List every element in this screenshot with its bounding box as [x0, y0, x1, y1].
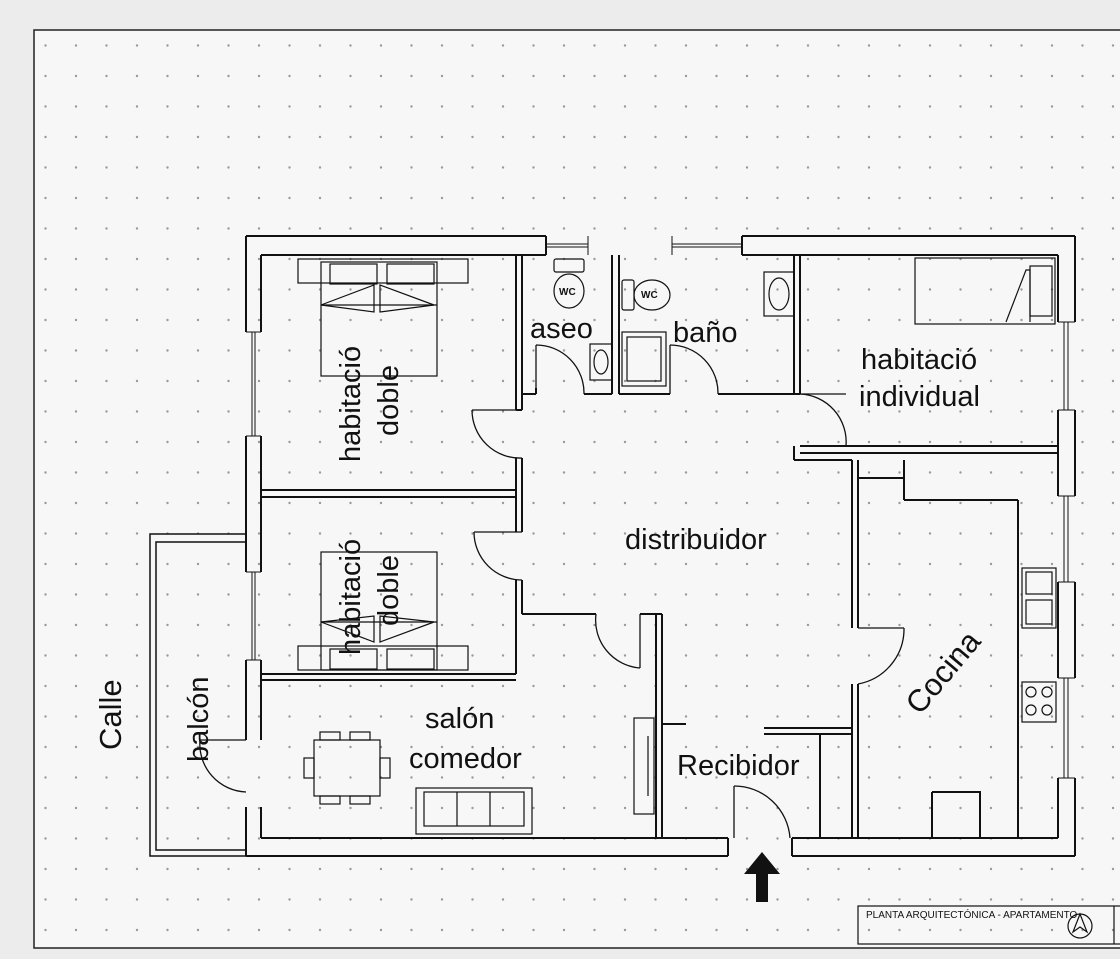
room-label-salon-line2: comedor [409, 743, 522, 775]
double-bed-2 [297, 551, 469, 671]
kitchen-appliances [1021, 567, 1057, 723]
aseo-fixtures [553, 258, 613, 381]
room-label-balcon: balcón [183, 677, 215, 762]
room-label-recibidor: Recibidor [677, 750, 800, 782]
doors [199, 344, 905, 839]
street-label-calle: Calle [93, 679, 128, 750]
title-block [857, 905, 1120, 945]
arrow-up-icon [744, 852, 780, 902]
bano-fixtures [621, 271, 795, 387]
north-arrow-icon [1067, 912, 1093, 939]
room-label-habitacio-doble-2-line2: doble [373, 555, 405, 626]
room-label-salon-line1: salón [425, 703, 494, 735]
dot-grid [36, 32, 1120, 946]
sofa [415, 787, 533, 835]
room-label-habitacio-doble-1-line2: doble [373, 365, 405, 436]
wc-label-aseo: WC [559, 287, 576, 298]
room-label-habitacio-individual-line1: habitació [861, 344, 977, 376]
interior-walls [261, 255, 1058, 838]
title-block-text: PLANTA ARQUITECTÓNICA - APARTAMENTO [866, 908, 1078, 921]
double-bed-1 [297, 258, 469, 377]
room-label-habitacio-doble-2-line1: habitació [335, 539, 367, 655]
wall-cabinet [633, 717, 655, 815]
room-label-habitacio-individual-line2: individual [859, 381, 980, 413]
room-label-distribuidor: distribuidor [625, 524, 767, 556]
dining-table [303, 731, 391, 805]
wc-label-bano: WC [641, 290, 658, 301]
room-label-habitacio-doble-1-line1: habitació [335, 346, 367, 462]
windows [246, 236, 1075, 779]
single-bed [914, 257, 1056, 325]
balcony-railing [149, 533, 246, 857]
room-label-aseo: aseo [530, 313, 593, 345]
room-label-bano: baño [673, 317, 738, 349]
